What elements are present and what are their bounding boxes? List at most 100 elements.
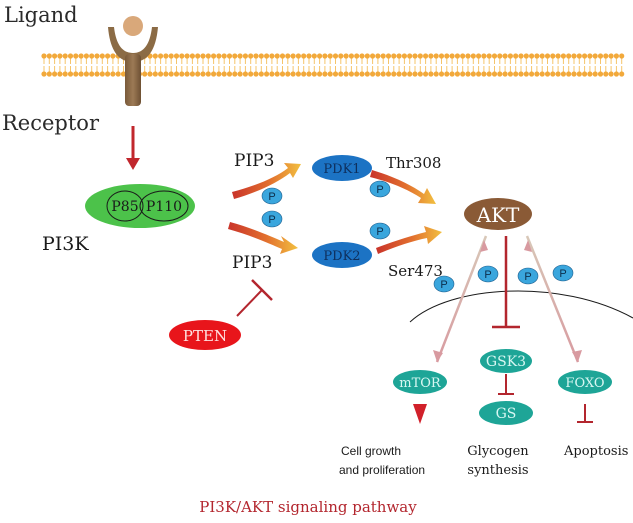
lipid-head [290, 53, 296, 59]
lipid-head [507, 53, 513, 59]
lipid-head [62, 71, 68, 77]
lipid-head [582, 71, 588, 77]
lipid-head [566, 71, 572, 77]
lipid-head [608, 71, 614, 77]
thr308-label: Thr308 [386, 154, 441, 172]
lipid-head [279, 71, 286, 77]
lipid-head [57, 53, 63, 59]
lipid-head [264, 71, 270, 77]
lipid-head [348, 53, 354, 59]
lipid-head [285, 71, 291, 77]
lipid-head [582, 53, 588, 59]
phospho-akt-3-circle [517, 267, 539, 285]
lipid-head [348, 71, 354, 77]
lipid-head [555, 71, 561, 77]
akt-to-mtor-line [435, 235, 488, 363]
lipid-head [269, 53, 275, 59]
lipid-head [301, 71, 307, 77]
lipid-head [78, 53, 84, 59]
lipid-head [311, 53, 317, 59]
lipid-head [269, 71, 275, 77]
lipid-head [295, 53, 301, 59]
lipid-head [523, 53, 529, 59]
lipid-head [385, 71, 392, 77]
lipid-head [332, 71, 339, 77]
lipid-head [497, 53, 503, 59]
lipid-head [168, 71, 174, 77]
lipid-head [502, 71, 508, 77]
lipid-head [412, 71, 418, 77]
diagram-caption: PI3K/AKT signaling pathway [199, 498, 417, 516]
lipid-head [205, 71, 211, 77]
lipid-head [105, 53, 111, 59]
lipid-head [592, 53, 598, 59]
lipid-head [460, 71, 466, 77]
lipid-head [184, 53, 190, 59]
lipid-head [285, 53, 291, 59]
lipid-head [253, 71, 259, 77]
phospho-pip3-bottom-label: P [268, 214, 275, 226]
lipid-head [619, 71, 625, 77]
receptor-stem [125, 54, 141, 106]
lipid-head [385, 53, 392, 59]
phospho-pip3-top-label: P [268, 191, 275, 203]
phospho-pdk2-label: P [376, 226, 383, 238]
lipid-head [237, 71, 243, 77]
lipid-head [560, 53, 567, 59]
lipid-head [73, 53, 79, 59]
phospho-akt-1-label: P [440, 279, 447, 291]
lipid-head [364, 53, 370, 59]
lipid-head [264, 53, 270, 59]
glycogen-label-line1: Glycogen [467, 444, 529, 459]
akt-out-arrowhead-left [480, 240, 488, 252]
pi3k-to-pdk2-arrow [228, 222, 298, 254]
phospho-akt-4-label: P [559, 268, 566, 280]
lipid-head [597, 71, 604, 77]
lipid-head [211, 71, 217, 77]
lipid-head [205, 53, 211, 59]
lipid-head [401, 71, 407, 77]
lipid-head [184, 71, 190, 77]
cell-growth-label-line1: Cell growth [341, 444, 401, 458]
pi3k-label: PI3K [42, 233, 89, 255]
lipid-head [576, 53, 582, 59]
lipid-head [253, 53, 259, 59]
lipid-head [587, 71, 593, 77]
lipid-head [364, 71, 370, 77]
lipid-head [99, 71, 105, 77]
lipid-head [391, 53, 397, 59]
lipid-head [539, 53, 545, 59]
phospho-pdk2-circle [369, 222, 391, 240]
lipid-head [290, 71, 296, 77]
lipid-head [529, 71, 535, 77]
phospho-pdk1-label: P [376, 184, 383, 196]
lipid-head [449, 53, 455, 59]
lipid-head [491, 53, 498, 59]
lipid-head [295, 71, 301, 77]
lipid-head [401, 53, 407, 59]
lipid-head [507, 71, 513, 77]
lipid-head [396, 71, 402, 77]
phospho-pip3-top-circle [261, 187, 283, 205]
p110-subunit [139, 190, 189, 222]
lipid-head [67, 71, 74, 77]
lipid-head [338, 71, 344, 77]
lipid-head [317, 71, 323, 77]
lipid-head [258, 53, 264, 59]
ligand-label: Ligand [4, 3, 78, 27]
phospho-pdk1-circle [369, 180, 391, 198]
lipid-head [110, 53, 116, 59]
lipid-head [242, 53, 248, 59]
phospho-akt-3-label: P [524, 271, 531, 283]
lipid-head [444, 53, 450, 59]
lipid-head [189, 53, 195, 59]
lipid-head [529, 53, 535, 59]
lipid-head [603, 53, 609, 59]
lipid-head [518, 53, 524, 59]
lipid-head [354, 71, 360, 77]
lipid-head [232, 53, 238, 59]
p85-subunit [106, 190, 144, 222]
lipid-head [301, 53, 307, 59]
lipid-head [497, 71, 503, 77]
phospho-akt-1-circle [433, 275, 455, 293]
